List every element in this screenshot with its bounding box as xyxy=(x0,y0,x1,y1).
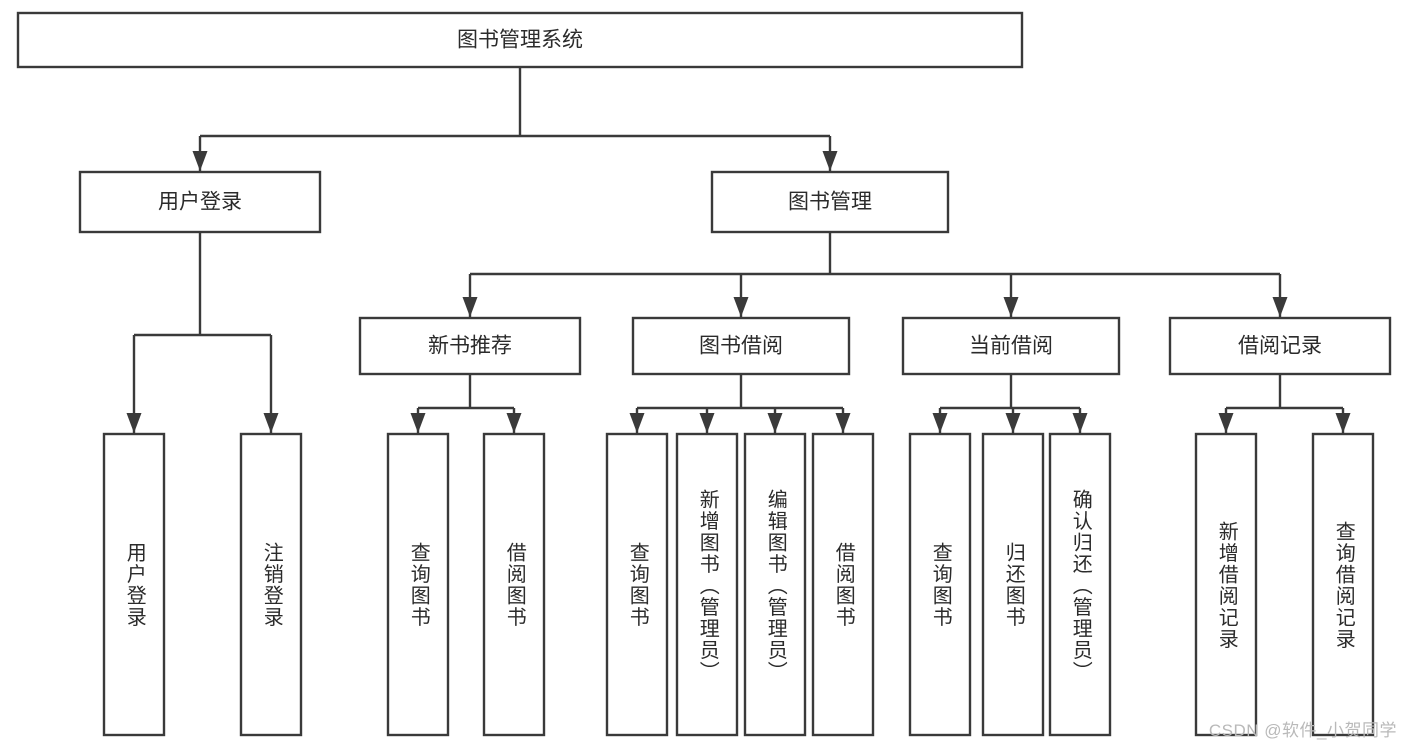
node-leaf-11[interactable] xyxy=(1194,432,1258,737)
node-leaf-6[interactable] xyxy=(743,432,807,737)
node-leaf-2[interactable] xyxy=(386,432,450,737)
watermark: CSDN @软件_小贺同学 xyxy=(1208,721,1397,740)
node-leaf-10[interactable] xyxy=(1048,432,1112,737)
node-leaf-1[interactable] xyxy=(239,432,303,737)
node-level3-label-0: 新书推荐 xyxy=(428,335,512,358)
node-root[interactable] xyxy=(16,11,1024,69)
node-level3-1[interactable] xyxy=(631,316,851,376)
node-leaf-5[interactable] xyxy=(675,432,739,737)
connector-layer xyxy=(126,67,1351,433)
node-level2-label-0: 用户登录 xyxy=(158,191,242,214)
node-leaf-12[interactable] xyxy=(1311,432,1375,737)
node-level2-0[interactable] xyxy=(78,170,322,234)
node-leaf-3[interactable] xyxy=(482,432,546,737)
node-level3-label-1: 图书借阅 xyxy=(699,335,783,358)
node-level3-0[interactable] xyxy=(358,316,582,376)
node-level3-3[interactable] xyxy=(1168,316,1392,376)
node-level2-1[interactable] xyxy=(710,170,950,234)
node-leaf-9[interactable] xyxy=(981,432,1045,737)
node-leaf-7[interactable] xyxy=(811,432,875,737)
node-leaf-8[interactable] xyxy=(908,432,972,737)
node-leaf-4[interactable] xyxy=(605,432,669,737)
node-level3-label-3: 借阅记录 xyxy=(1238,335,1322,358)
node-leaf-0[interactable] xyxy=(102,432,166,737)
node-level2-label-1: 图书管理 xyxy=(788,191,872,214)
node-root-label: 图书管理系统 xyxy=(457,29,583,52)
node-level3-label-2: 当前借阅 xyxy=(969,335,1053,358)
node-level3-2[interactable] xyxy=(901,316,1121,376)
